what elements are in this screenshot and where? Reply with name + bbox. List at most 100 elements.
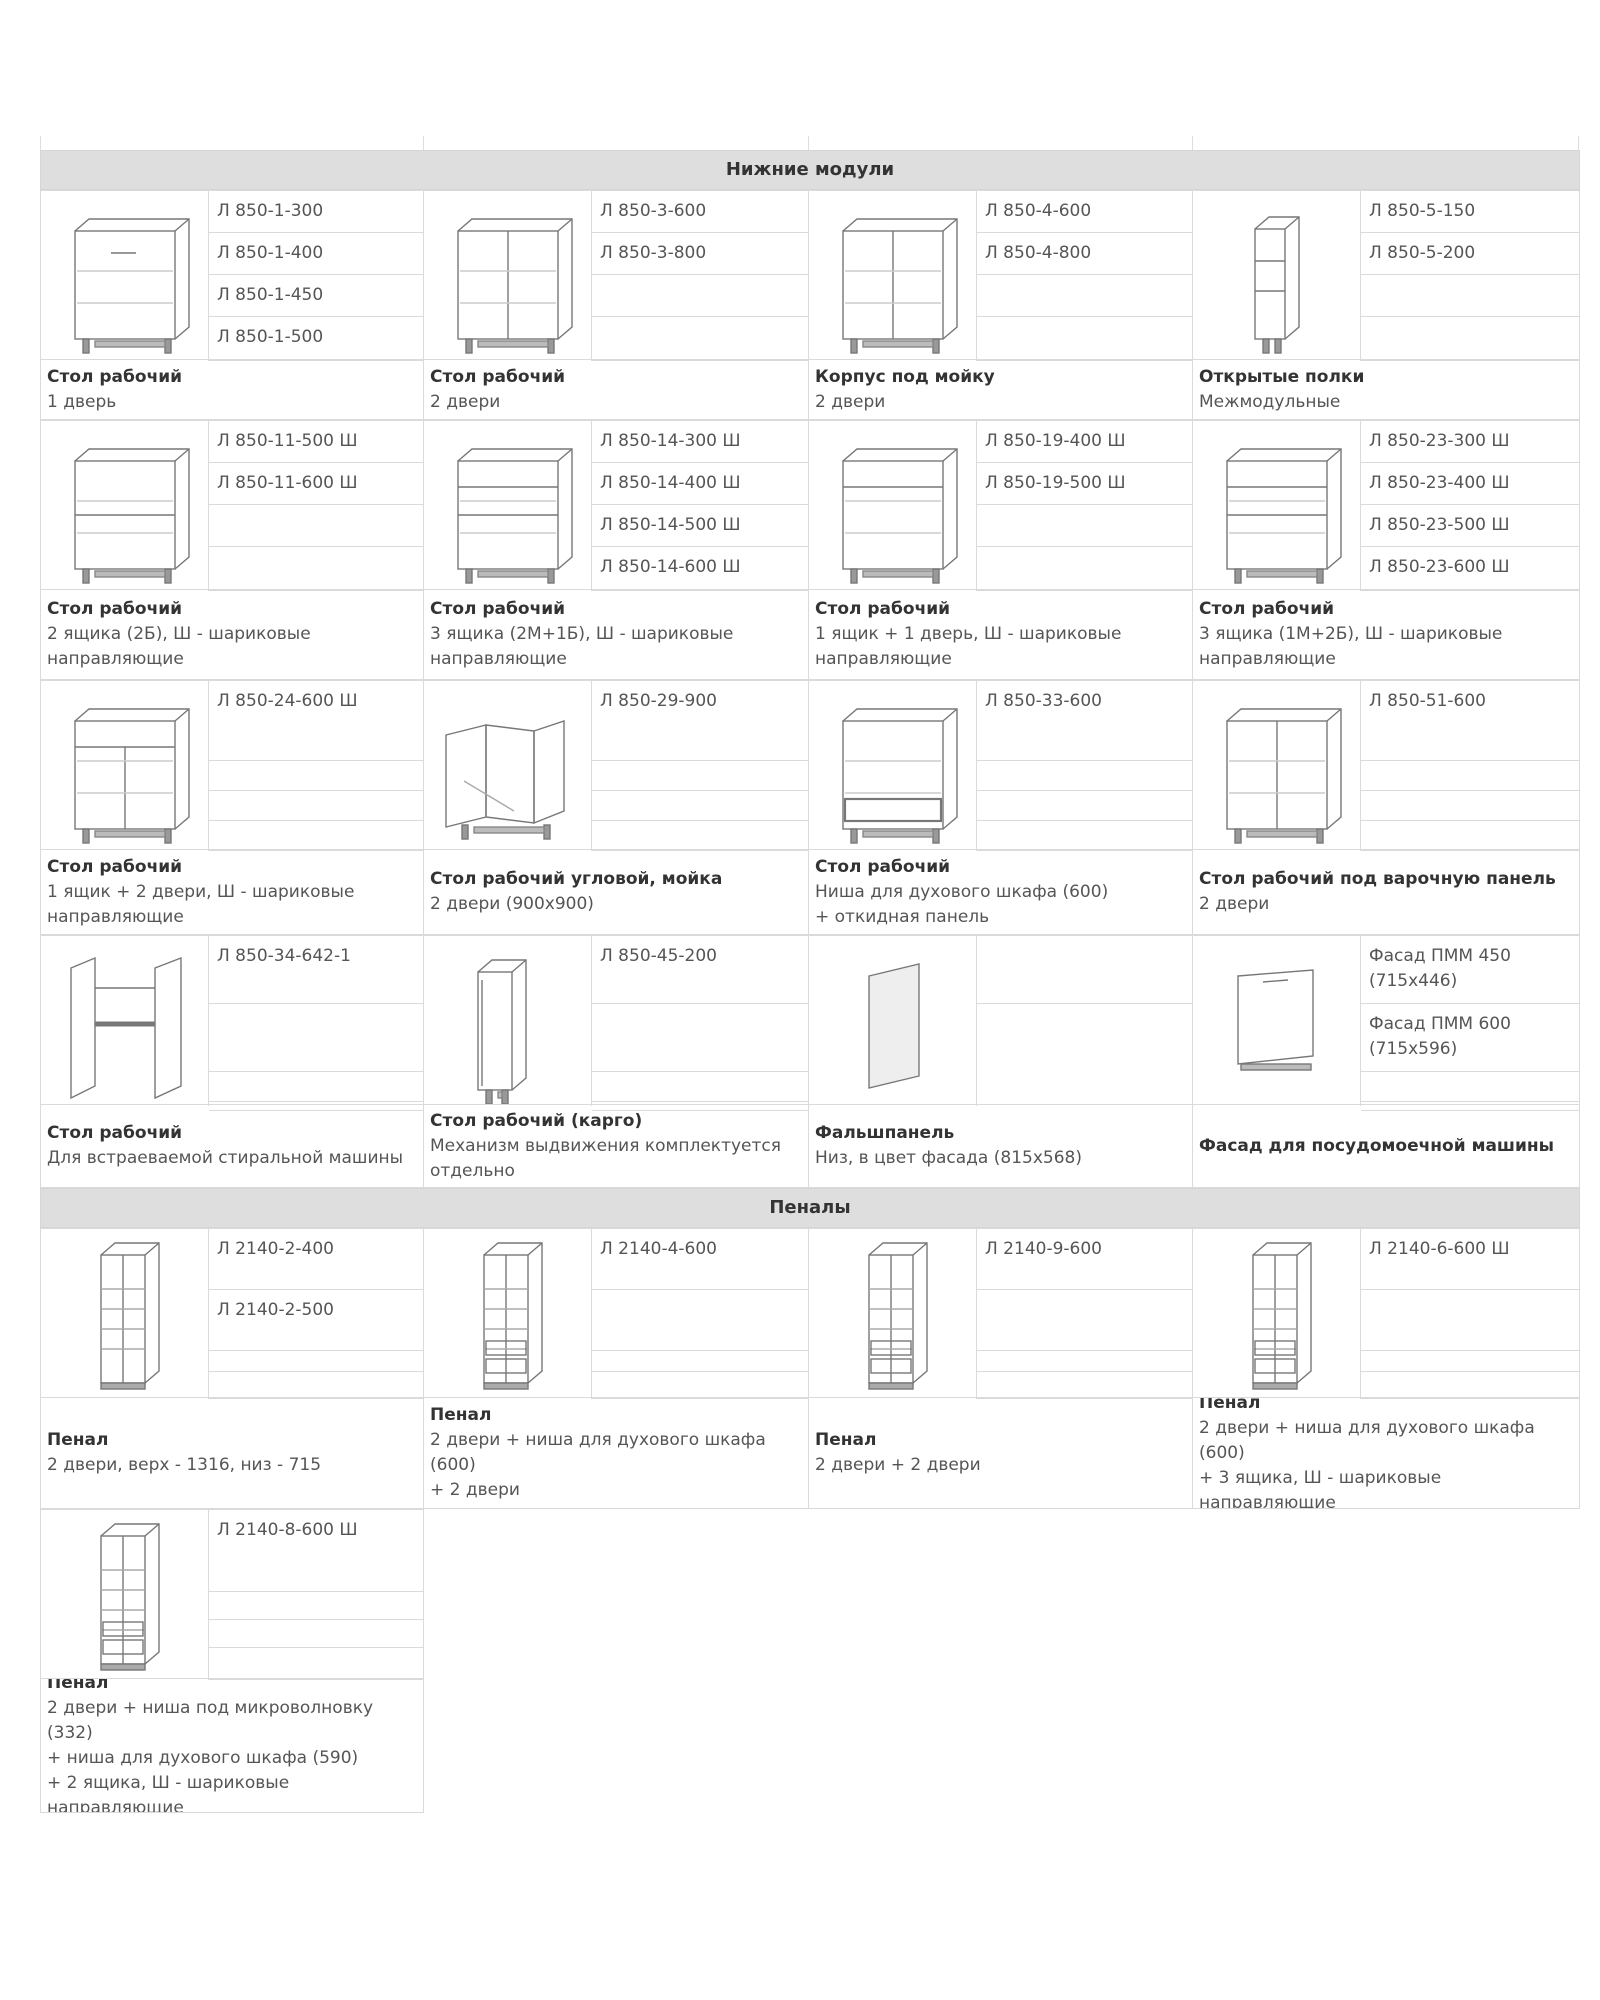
article-code: Л 850-23-400 Ш bbox=[1361, 463, 1579, 505]
article-code-empty bbox=[1361, 1102, 1579, 1111]
article-code: Л 850-23-600 Ш bbox=[1361, 547, 1579, 591]
article-codes: Л 2140-9-600 bbox=[977, 1229, 1192, 1399]
dishwasher-facade-icon bbox=[1193, 936, 1361, 1106]
article-code-empty bbox=[592, 1290, 808, 1351]
item-text: 2 двери (900x900) bbox=[430, 894, 594, 914]
item-text: Для встраеваемой стиральной машины bbox=[47, 1148, 404, 1168]
article-code-empty bbox=[209, 1004, 423, 1072]
article-code: Л 2140-2-500 bbox=[209, 1290, 423, 1351]
article-code: Л 850-3-800 bbox=[592, 233, 808, 275]
corner-cabinet-icon bbox=[424, 681, 592, 851]
article-code-empty bbox=[592, 317, 808, 361]
catalog-item[interactable]: Фасад ПММ 450 (715x446)Фасад ПММ 600 (71… bbox=[1192, 935, 1580, 1188]
item-title: Корпус под мойку bbox=[815, 366, 995, 387]
tall-cabinet-icon bbox=[41, 1229, 209, 1399]
item-title: Стол рабочий bbox=[1199, 599, 1335, 619]
article-code-empty bbox=[977, 1351, 1192, 1372]
item-title: Открытые полки bbox=[1199, 366, 1365, 387]
tall-microwave-cabinet-icon bbox=[41, 1510, 209, 1680]
article-code-empty bbox=[977, 1072, 1192, 1102]
article-code-empty bbox=[1361, 1351, 1579, 1372]
article-code-empty bbox=[209, 1351, 423, 1372]
article-code-empty bbox=[209, 1620, 423, 1648]
item-title: Стол рабочий bbox=[47, 1123, 183, 1143]
item-description: Стол рабочий (карго)Механизм выдвижения … bbox=[424, 1104, 808, 1187]
article-code-empty bbox=[209, 821, 423, 851]
item-text: 2 двери bbox=[430, 391, 501, 412]
article-codes: Л 850-34-642-1 bbox=[209, 936, 423, 1111]
article-code: Л 850-24-600 Ш bbox=[209, 681, 423, 761]
article-codes: Л 2140-8-600 Ш bbox=[209, 1510, 423, 1680]
item-title: Стол рабочий угловой, мойка bbox=[430, 869, 723, 889]
item-title: Пенал bbox=[47, 1678, 109, 1693]
article-code-empty bbox=[209, 1372, 423, 1399]
article-code: Л 850-5-200 bbox=[1361, 233, 1579, 275]
drawer-door-cabinet-icon bbox=[809, 421, 977, 591]
tall-drawers-cabinet-icon bbox=[1193, 1229, 1361, 1399]
article-code-empty bbox=[209, 1102, 423, 1111]
article-codes: Л 850-29-900 bbox=[592, 681, 808, 851]
article-code: Л 850-23-500 Ш bbox=[1361, 505, 1579, 547]
article-code-empty bbox=[1361, 275, 1579, 317]
truncated-previous-row bbox=[40, 136, 1580, 150]
item-description: Фасад для посудомоечной машины bbox=[1193, 1104, 1579, 1187]
article-code: Л 2140-6-600 Ш bbox=[1361, 1229, 1579, 1290]
article-code-empty bbox=[977, 1004, 1192, 1072]
washer-frame-icon bbox=[41, 936, 209, 1106]
item-text: 2 двери, верх - 1316, низ - 715 bbox=[47, 1455, 322, 1475]
item-text: Низ, в цвет фасада (815x568) bbox=[815, 1148, 1082, 1168]
article-code: Фасад ПММ 450 (715x446) bbox=[1361, 936, 1579, 1004]
section-header: Нижние модули bbox=[40, 150, 1580, 190]
tall-oven-cabinet-icon bbox=[424, 1229, 592, 1399]
article-codes: Л 850-51-600 bbox=[1361, 681, 1579, 851]
item-title: Пенал bbox=[430, 1405, 492, 1425]
article-code: Л 850-14-500 Ш bbox=[592, 505, 808, 547]
article-codes: Фасад ПММ 450 (715x446)Фасад ПММ 600 (71… bbox=[1361, 936, 1579, 1111]
article-code: Л 850-33-600 bbox=[977, 681, 1192, 761]
article-code: Л 850-3-600 bbox=[592, 191, 808, 233]
article-code-empty bbox=[977, 936, 1192, 1004]
article-code-empty bbox=[592, 1102, 808, 1111]
article-code-empty bbox=[977, 791, 1192, 821]
article-code-empty bbox=[592, 1004, 808, 1072]
item-title: Фасад для посудомоечной машины bbox=[1199, 1135, 1555, 1156]
article-code: Л 850-14-600 Ш bbox=[592, 547, 808, 591]
article-code-empty bbox=[1361, 1072, 1579, 1102]
article-code: Л 850-4-800 bbox=[977, 233, 1192, 275]
item-title: Стол рабочий bbox=[47, 366, 183, 387]
item-title: Пенал bbox=[47, 1430, 109, 1450]
article-code: Л 850-14-300 Ш bbox=[592, 421, 808, 463]
article-code-empty bbox=[1361, 1290, 1579, 1351]
item-title: Стол рабочий под варочную панель bbox=[1199, 869, 1556, 889]
article-code-empty bbox=[977, 1290, 1192, 1351]
open-shelves-icon bbox=[1193, 191, 1361, 361]
article-codes: Л 2140-6-600 Ш bbox=[1361, 1229, 1579, 1399]
article-code: Л 850-1-300 bbox=[209, 191, 423, 233]
